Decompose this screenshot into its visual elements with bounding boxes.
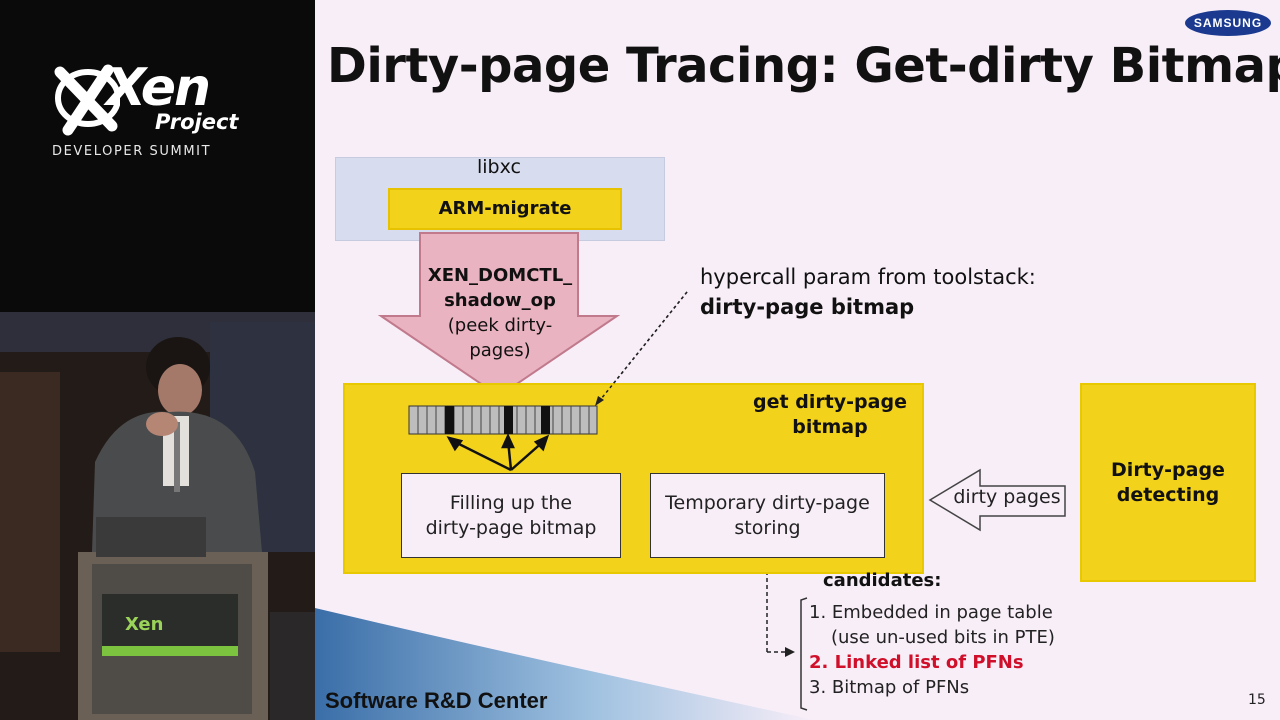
domctl-line1: XEN_DOMCTL_ <box>427 265 573 286</box>
slide-title: Dirty-page Tracing: Get-dirty Bitmap <box>327 38 1280 94</box>
bitmap-fill-arrows <box>446 432 550 472</box>
detect-line2: detecting <box>1116 483 1220 506</box>
list-item-sub: (use un-used bits in PTE) <box>831 627 1055 648</box>
domctl-label: XEN_DOMCTL_ shadow_op (peek dirty- pages… <box>415 263 585 363</box>
samsung-logo: SAMSUNG <box>1185 10 1271 36</box>
hypercall-line2: dirty-page bitmap <box>700 295 915 319</box>
temporary-storing-box: Temporary dirty-page storing <box>650 473 885 558</box>
footer-label: Software R&D Center <box>325 688 548 713</box>
dirty-page-detecting-box: Dirty-page detecting <box>1080 383 1256 582</box>
candidates-list: 1. Embedded in page table (use un-used b… <box>809 600 1055 700</box>
video-panel: Xen Project DEVELOPER SUMMIT Xen <box>0 0 315 720</box>
list-item: 3. Bitmap of PFNs <box>809 677 970 698</box>
temp-line2: storing <box>734 516 801 539</box>
domctl-line2: shadow_op <box>444 290 556 311</box>
bitmap-strip-cells <box>408 405 598 435</box>
list-item-highlight: 2. Linked list of PFNs <box>809 652 1024 673</box>
get-line1: get dirty-page <box>753 391 907 413</box>
hypercall-down-arrow <box>377 232 621 398</box>
arm-migrate-box: ARM-migrate <box>388 188 622 230</box>
filling-bitmap-box: Filling up the dirty-page bitmap <box>401 473 621 558</box>
footer-swoosh <box>315 608 815 720</box>
xen-project-logo: Xen Project DEVELOPER SUMMIT <box>50 58 270 168</box>
domctl-line3: (peek dirty- <box>447 315 553 336</box>
dirty-pages-label: dirty pages <box>953 486 1061 508</box>
hypercall-note: hypercall param from toolstack: dirty-pa… <box>700 262 1036 322</box>
svg-text:Xen: Xen <box>125 614 163 635</box>
project-wordmark: Project <box>155 110 239 134</box>
list-item: 1. Embedded in page table <box>809 602 1053 623</box>
fill-line2: dirty-page bitmap <box>425 516 597 539</box>
hypercall-line1: hypercall param from toolstack: <box>700 265 1036 289</box>
temp-line1: Temporary dirty-page <box>665 491 870 514</box>
get-dirty-bitmap-label: get dirty-page bitmap <box>745 390 915 440</box>
presentation-slide: SAMSUNG Dirty-page Tracing: Get-dirty Bi… <box>315 0 1280 720</box>
libxc-label: libxc <box>477 156 521 178</box>
detect-line1: Dirty-page <box>1111 458 1225 481</box>
bitmap-overlay <box>408 291 688 472</box>
page-number: 15 <box>1248 692 1266 708</box>
speaker-video: Xen <box>0 312 315 720</box>
fill-line1: Filling up the <box>449 491 573 514</box>
get-line2: bitmap <box>792 416 868 438</box>
xen-x-icon <box>54 64 120 136</box>
xen-wordmark: Xen <box>106 58 211 118</box>
candidates-heading: candidates: <box>823 570 942 591</box>
dirty-pages-arrow <box>928 468 1066 532</box>
domctl-line4: pages) <box>469 340 531 361</box>
developer-summit-label: DEVELOPER SUMMIT <box>52 144 212 159</box>
